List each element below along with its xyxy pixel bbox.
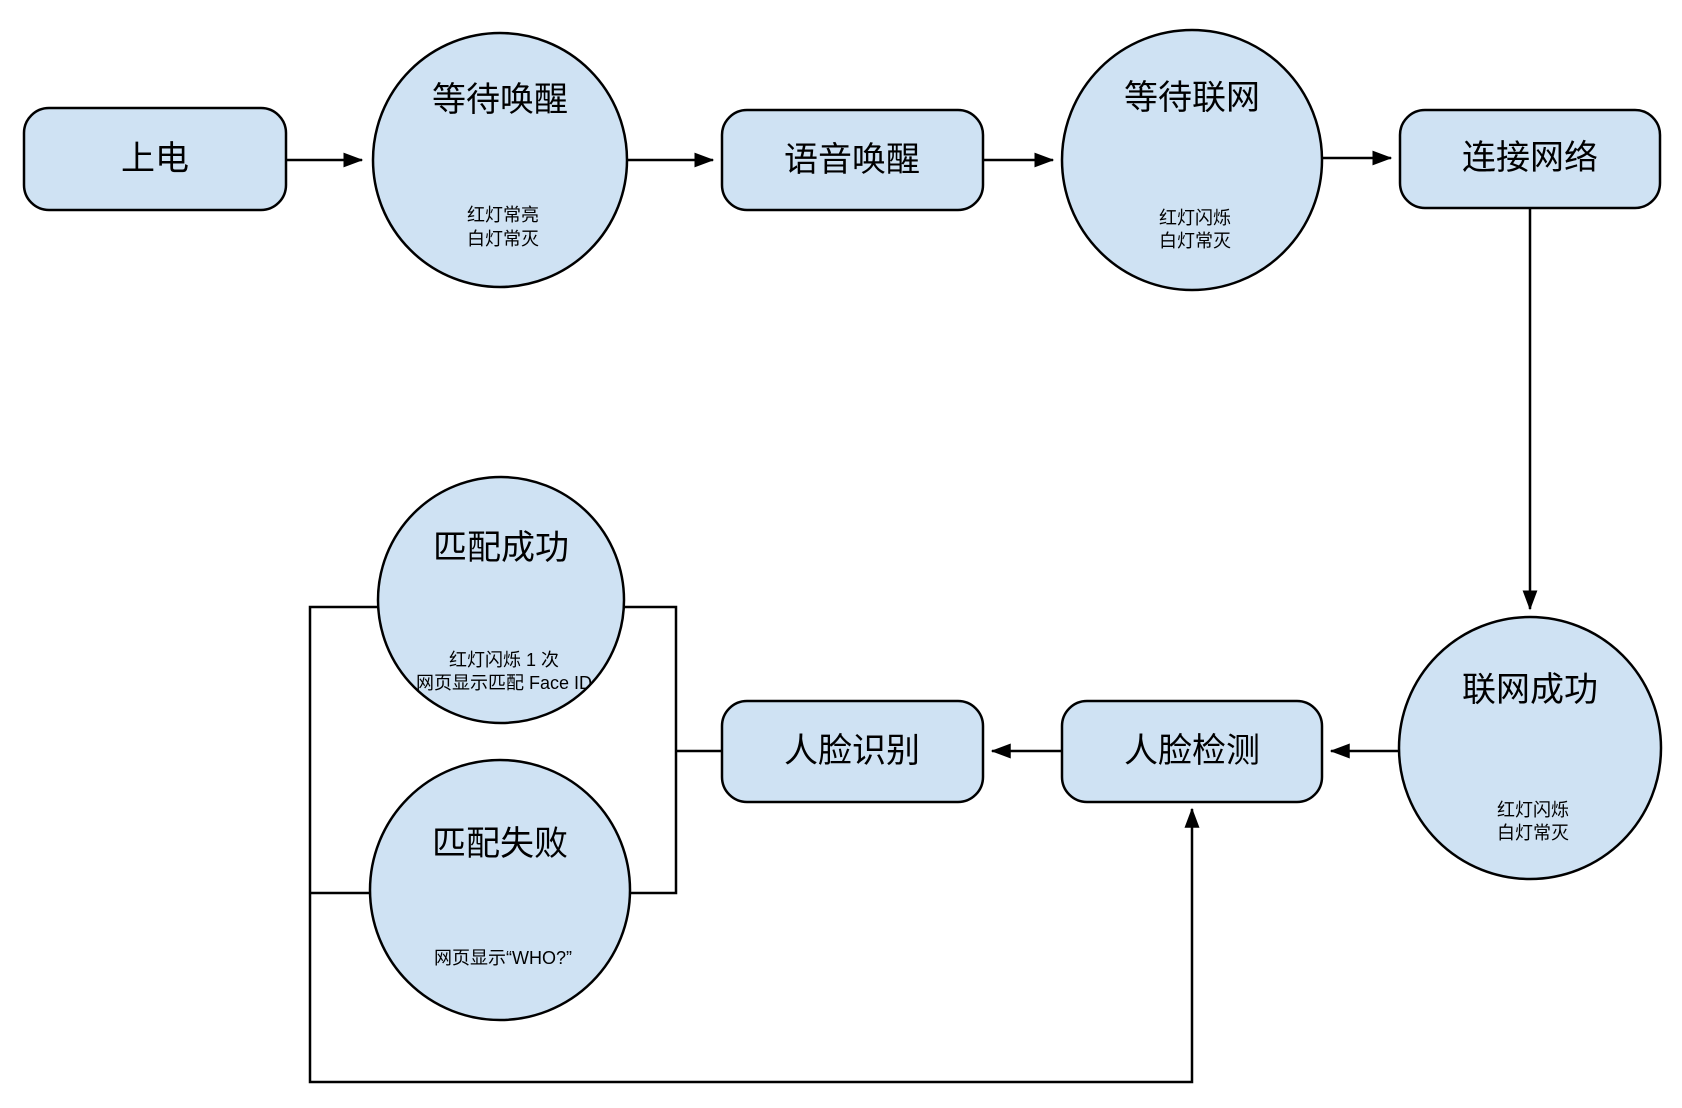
node-face-recognize-label: 人脸识别 — [784, 732, 920, 770]
node-match-success: 匹配成功 红灯闪烁 1 次 网页显示匹配 Face ID — [376, 475, 626, 725]
node-voice-wake-label: 语音唤醒 — [784, 141, 920, 179]
node-voice-wake-shape — [720, 108, 985, 212]
node-power-on-label: 上电 — [121, 140, 189, 178]
node-match-fail-note-1: 网页显示“WHO?” — [434, 948, 572, 968]
node-network-success-shape — [1397, 615, 1663, 881]
node-face-detect-label: 人脸检测 — [1124, 732, 1260, 770]
node-face-detect: 人脸检测 — [1060, 699, 1324, 804]
node-match-fail-label: 匹配失败 — [432, 825, 568, 863]
node-power-on: 上电 — [22, 106, 288, 212]
node-wait-network-label: 等待联网 — [1124, 79, 1260, 117]
node-network-success-label: 联网成功 — [1462, 671, 1598, 709]
node-match-success-note-2: 网页显示匹配 Face ID — [416, 673, 592, 693]
node-wait-wake: 等待唤醒 红灯常亮 白灯常灭 — [371, 31, 629, 289]
node-face-recognize: 人脸识别 — [720, 699, 985, 804]
node-wait-network: 等待联网 红灯闪烁 白灯常灭 — [1060, 28, 1324, 292]
node-wait-wake-note-2: 白灯常灭 — [467, 229, 539, 249]
node-match-fail-shape — [368, 758, 632, 1022]
node-connect-network-label: 连接网络 — [1462, 139, 1598, 177]
node-face-recognize-shape — [720, 699, 985, 804]
node-face-detect-shape — [1060, 699, 1324, 804]
edge-loop-match-results-to-face-detect — [308, 605, 1200, 1084]
node-wait-network-shape — [1060, 28, 1324, 292]
node-voice-wake: 语音唤醒 — [720, 108, 985, 212]
node-match-fail: 匹配失败 网页显示“WHO?” — [368, 758, 632, 1022]
node-network-success: 联网成功 红灯闪烁 白灯常灭 — [1397, 615, 1663, 881]
node-match-success-label: 匹配成功 — [433, 529, 569, 567]
node-wait-wake-shape — [371, 31, 629, 289]
node-network-success-note-1: 红灯闪烁 — [1497, 800, 1569, 820]
node-network-success-note-2: 白灯常灭 — [1497, 823, 1569, 843]
node-match-success-note-1: 红灯闪烁 1 次 — [449, 650, 559, 670]
node-wait-wake-label: 等待唤醒 — [432, 81, 568, 119]
node-connect-network-shape — [1398, 108, 1662, 210]
node-wait-wake-note-1: 红灯常亮 — [467, 205, 539, 225]
node-connect-network: 连接网络 — [1398, 108, 1662, 210]
node-wait-network-note-1: 红灯闪烁 — [1159, 208, 1231, 228]
node-match-success-shape — [376, 475, 626, 725]
node-power-on-shape — [22, 106, 288, 212]
node-wait-network-note-2: 白灯常灭 — [1159, 231, 1231, 251]
